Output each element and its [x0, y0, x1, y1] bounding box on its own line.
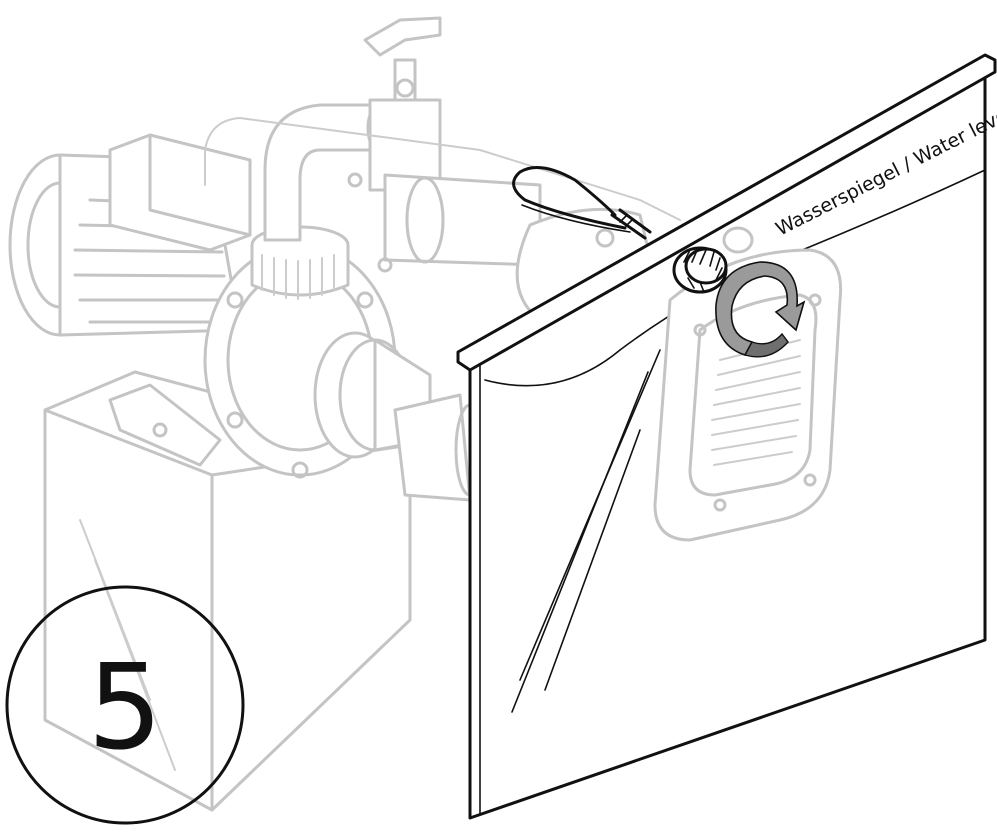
- step-number-badge: 5: [5, 585, 245, 825]
- step-number: 5: [87, 638, 162, 776]
- knurled-nut-icon: [672, 246, 728, 294]
- pump-motor: [8, 133, 252, 467]
- pump-base-box: [43, 370, 412, 812]
- pump-head: [203, 225, 432, 479]
- rotation-arrow-icon: [715, 261, 806, 358]
- sensor-cable: [512, 166, 652, 240]
- pump-assembly: [8, 16, 681, 812]
